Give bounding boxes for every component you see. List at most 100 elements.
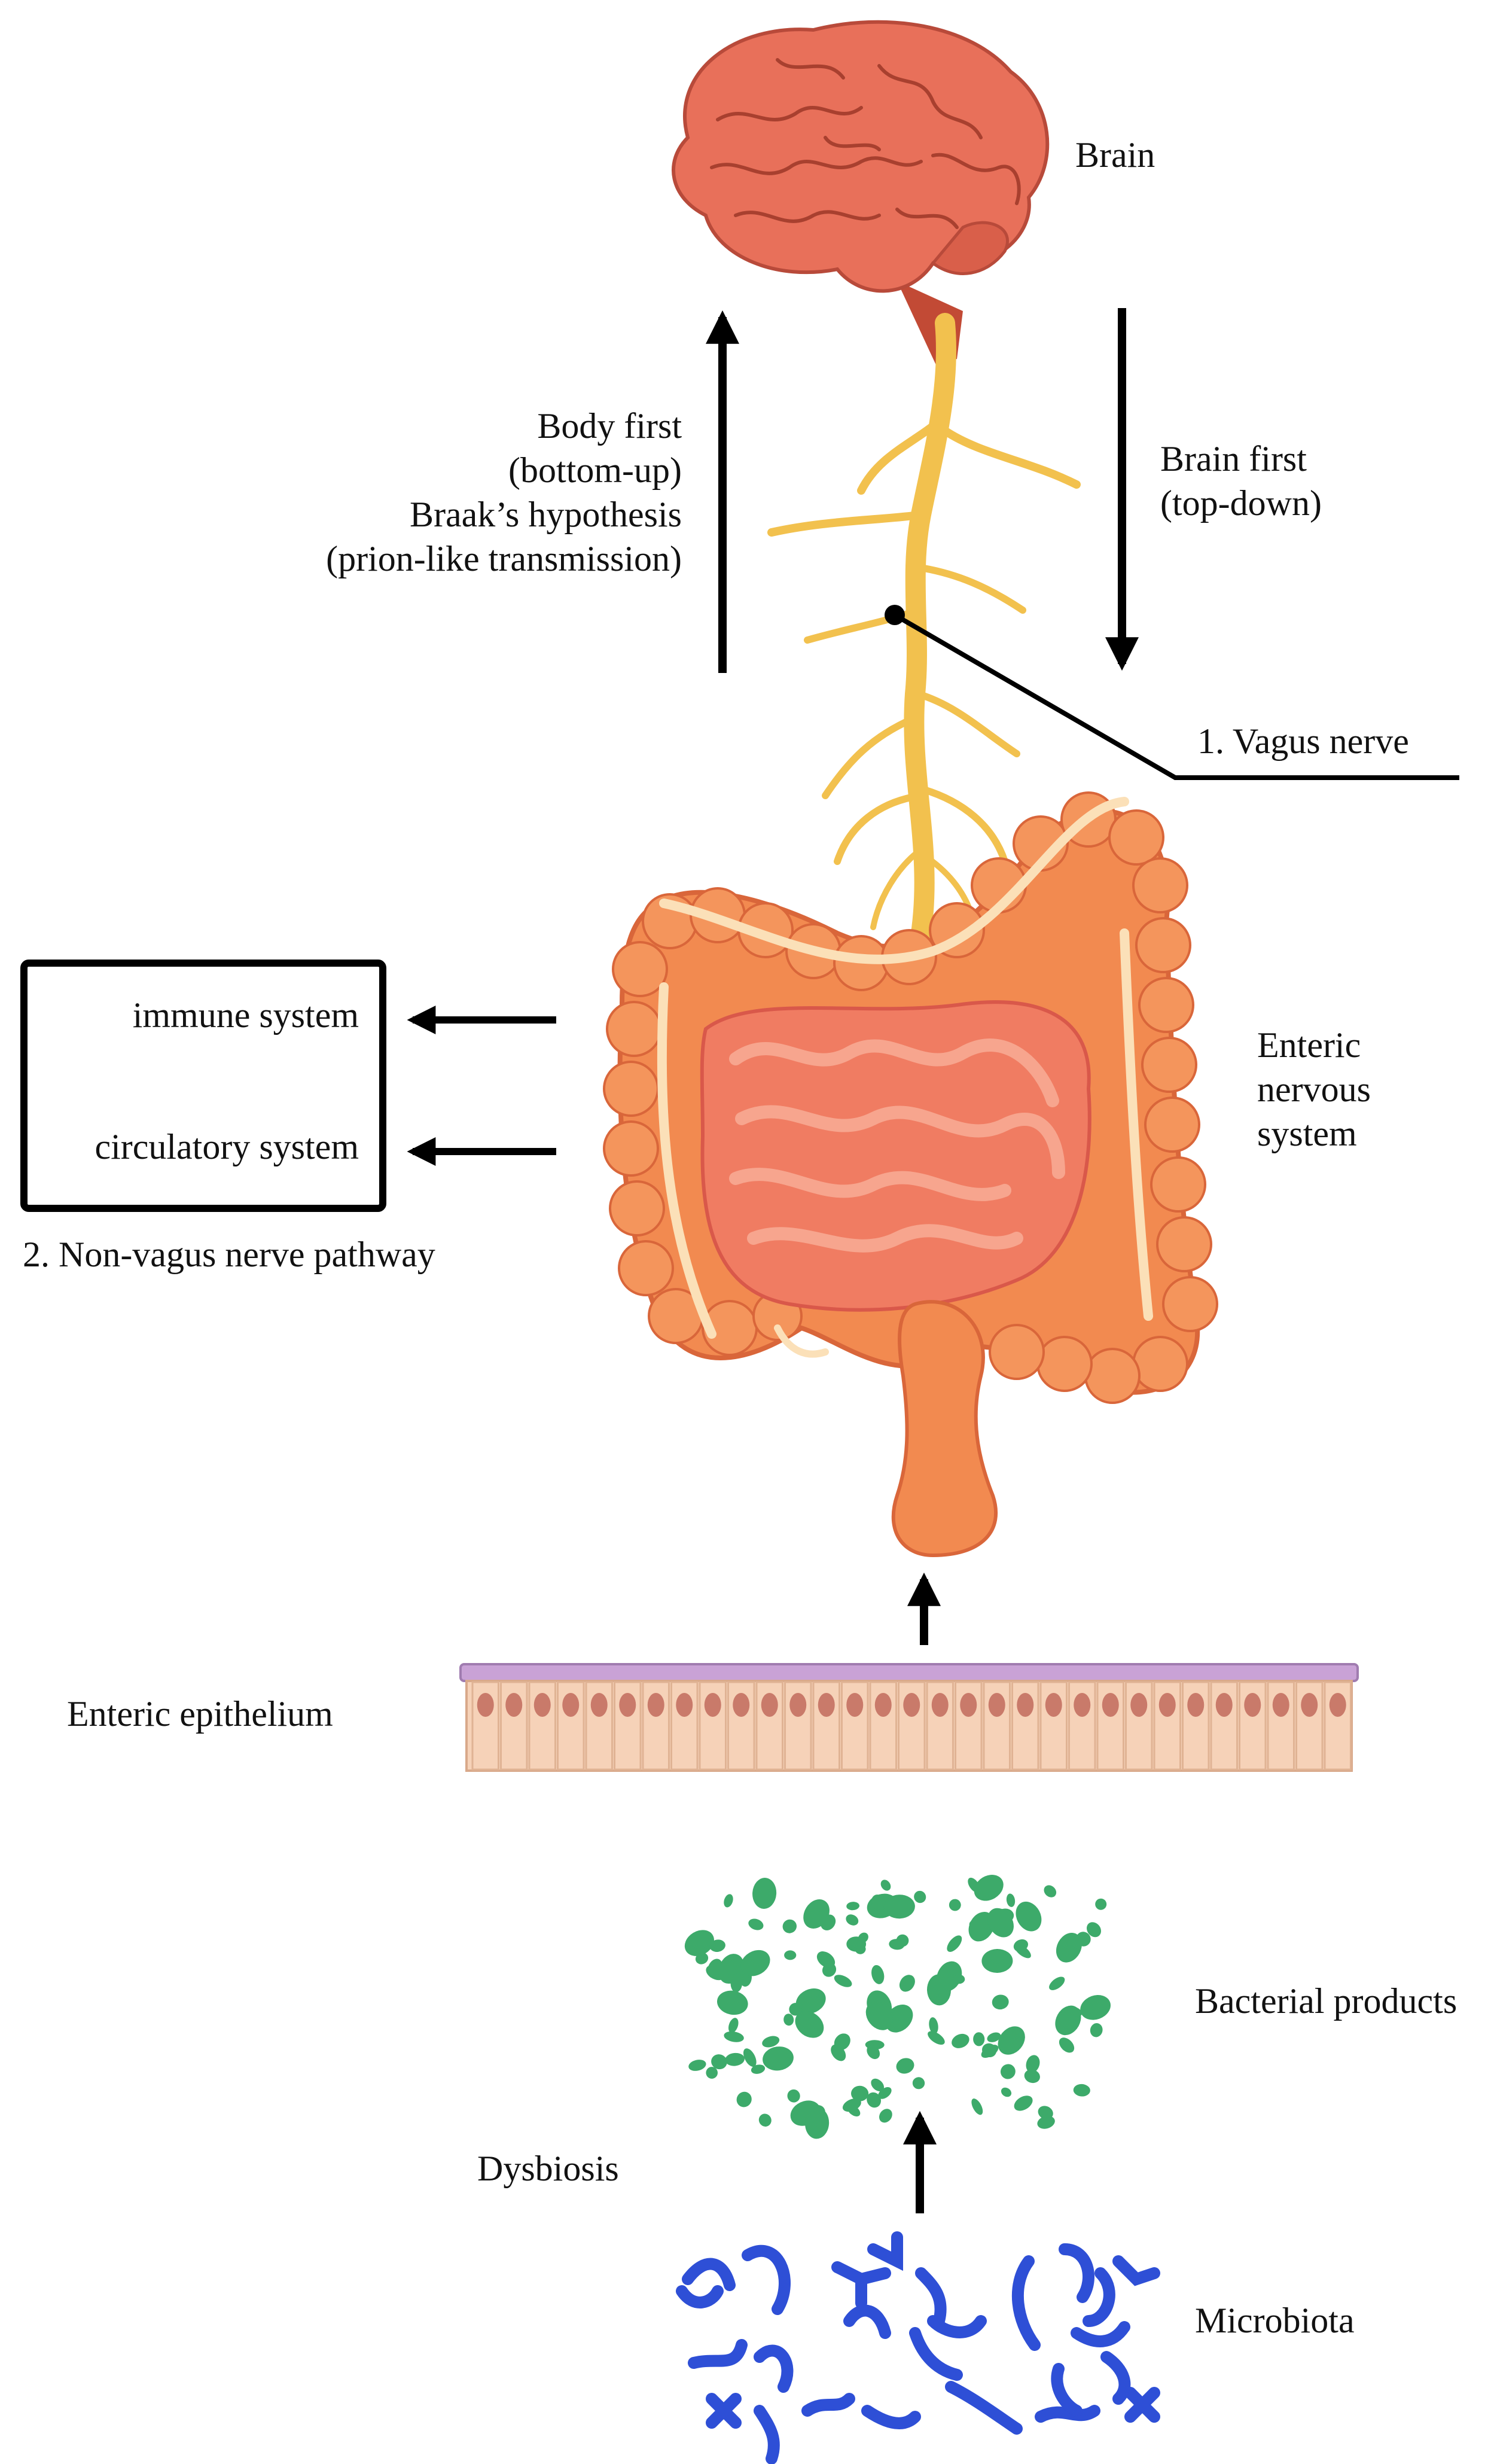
body-first-line-2: (bottom-up) [508,450,682,490]
bacterial-product-particle [751,2064,766,2074]
bacterial-product-particle [834,1975,852,1987]
immune-system-label: immune system [132,995,359,1035]
bacterial-product-particle [1024,2069,1040,2084]
bacterial-product-particle [709,1939,725,1953]
epithelium-nucleus [846,1693,864,1717]
bacterial-product-particle [1001,2087,1012,2097]
brain-first-line-2: (top-down) [1160,483,1322,523]
bacterial-product-particle [711,2054,727,2070]
body-first-line-1: Body first [537,406,682,446]
bacterial-product-particle [716,1990,748,2015]
epithelium-cell [471,1681,499,1771]
brain-first-line-1: Brain first [1160,439,1307,479]
bacterial-product-particle [1049,1976,1065,1990]
bacterial-product-particle [834,2033,850,2051]
bacterial-product-particle [1000,2064,1016,2079]
bacterial-product-particle [987,2032,1001,2042]
bacterial-product-particle [684,1930,714,1956]
bacterial-product-particle [1056,1932,1082,1963]
vagus-nerve-illustration [767,313,1081,943]
ens-line-3: system [1257,1114,1357,1153]
epithelium-nucleus [1187,1693,1205,1717]
bacterial-product-particle [725,2052,745,2066]
bacterial-product-particle [968,1877,980,1893]
bacterial-product-particle [896,2058,914,2074]
circulatory-system-label: circulatory system [94,1127,359,1166]
small-intestine-loops [729,1038,1065,1253]
epithelium-nucleus [704,1693,721,1717]
epithelium-nucleus [761,1693,778,1717]
epithelium-nucleus [1045,1693,1062,1717]
bacterial-product-particle [1080,1995,1111,2020]
bacterial-product-particle [936,1961,962,1991]
epithelium-nucleus [505,1693,523,1717]
epithelium-illustration [459,1663,1359,1772]
bacterial-product-particle [871,2078,885,2091]
intestine-illustration [603,791,1218,1558]
bacterial-product-particle [783,2014,794,2026]
epithelium-nucleus [988,1693,1005,1717]
epithelium-nucleus [1017,1693,1034,1717]
bacterial-products-label: Bacterial products [1195,1981,1458,2021]
bacterial-product-particle [1076,1932,1091,1947]
epithelium-nucleus [1074,1693,1091,1717]
bacterial-product-particle [889,1939,905,1950]
bacterial-product-particle [803,1899,830,1929]
bacterial-product-particle [912,2077,925,2090]
vagus-nerve-pointer [885,605,1459,780]
bacterial-product-particle [871,1965,885,1984]
bacterial-product-particle [762,2036,780,2048]
bacterial-product-particle [706,2067,718,2079]
bacterial-product-particle [1067,2006,1083,2017]
vagus-nerve-label: 1. Vagus nerve [1197,721,1409,761]
bacterial-product-particle [1014,1944,1031,1959]
bacterial-products-illustration [684,1875,1111,2139]
bacterial-product-particle [879,2109,892,2123]
bacterial-product-particle [730,1973,743,1993]
bacterial-product-particle [1044,1885,1057,1898]
epithelium-nucleus [1301,1693,1318,1717]
bacterial-product-particle [758,2113,772,2127]
bacterial-product-particle [867,2092,882,2108]
bacterial-product-particle [867,2045,880,2060]
microbiota-label: Microbiota [1195,2301,1355,2340]
bacterial-product-particle [1026,2055,1040,2073]
bacterial-product-particle [842,2098,861,2112]
bacterial-product-particle [878,2087,892,2099]
enteric-epithelium-label: Enteric epithelium [67,1694,333,1734]
epithelium-nucleus [903,1693,920,1717]
bacterial-product-particle [1016,1901,1042,1932]
epithelium-nucleus [477,1693,494,1717]
bacterial-product-particle [987,1908,1014,1938]
bacterial-product-particle [929,2017,938,2034]
ens-line-1: Enteric [1257,1025,1361,1065]
bacterial-product-particle [1095,1898,1107,1910]
epithelium-nucleus [1130,1693,1148,1717]
bacterial-product-particle [1038,2106,1053,2119]
epithelium-nucleus [533,1693,551,1717]
bacterial-product-particle [880,1880,891,1891]
bacterial-product-particle [982,2043,997,2058]
bacterial-product-particle [928,2031,945,2045]
bacterial-product-particle [724,2031,744,2042]
bacterial-product-particle [1006,1893,1016,1907]
epithelium-nucleus [1102,1693,1119,1717]
bacterial-product-particle [1090,2023,1103,2037]
bacterial-product-particle [1086,1922,1102,1938]
bacterial-product-particle [952,2033,969,2048]
brain-first-label: Brain first (top-down) [1160,437,1322,525]
bacterial-product-particle [724,1894,733,1908]
brain-illustration [672,20,1050,365]
bacterial-product-particle [885,2005,913,2033]
bacterial-product-particle [763,2046,794,2071]
bacterial-product-particle [1014,2096,1033,2111]
body-first-line-3: Braak’s hypothesis [410,495,682,534]
bacterial-product-particle [782,1919,797,1933]
epithelium-nucleus [647,1693,664,1717]
bacterial-product-particle [688,2060,706,2071]
bacterial-product-particle [736,2091,752,2107]
epithelium-nucleus [590,1693,608,1717]
dysbiosis-label: Dysbiosis [477,2149,619,2188]
epithelium-nucleus [1329,1693,1346,1717]
